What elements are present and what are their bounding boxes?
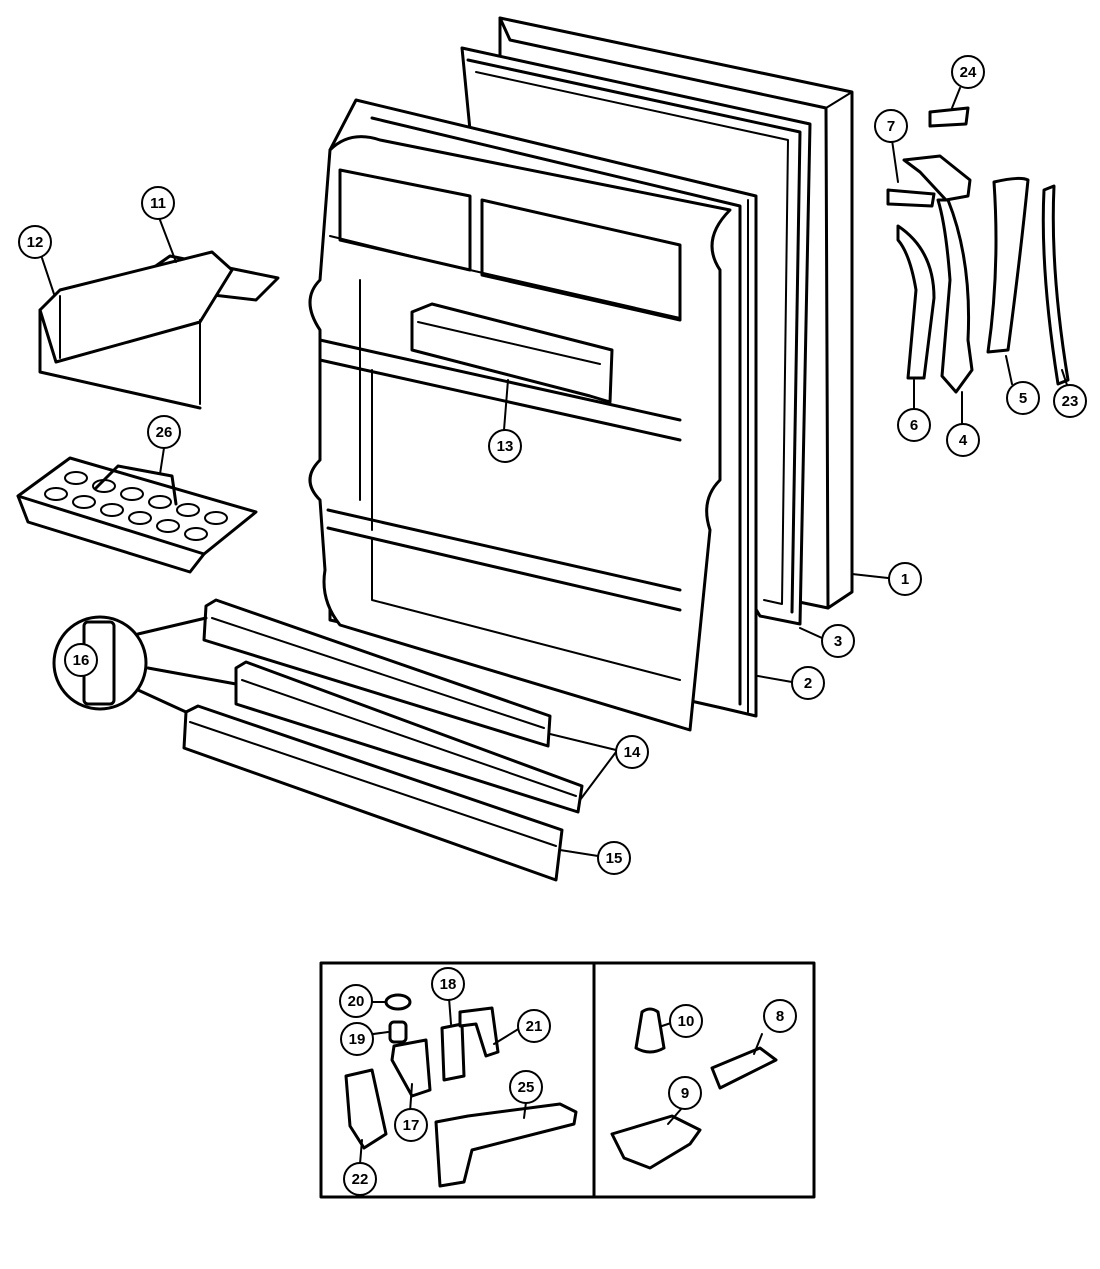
callout-9: 9 [668, 1076, 702, 1110]
callout-8: 8 [763, 999, 797, 1033]
svg-text:14: 14 [624, 744, 641, 761]
callout-23: 23 [1053, 384, 1087, 418]
hinge-trim-parts [886, 106, 1070, 394]
callout-19: 19 [340, 1022, 374, 1056]
callout-1: 1 [888, 562, 922, 596]
callout-25: 25 [509, 1070, 543, 1104]
svg-text:13: 13 [497, 438, 514, 455]
callout-10: 10 [669, 1004, 703, 1038]
callout-16: 16 [64, 643, 98, 677]
svg-text:19: 19 [349, 1031, 366, 1048]
svg-text:21: 21 [526, 1018, 543, 1035]
hardware-inset-box [319, 961, 816, 1199]
callout-11: 11 [141, 186, 175, 220]
egg-tray [16, 456, 258, 574]
callout-14: 14 [615, 735, 649, 769]
callout-17: 17 [394, 1108, 428, 1142]
callout-13: 13 [488, 429, 522, 463]
svg-text:22: 22 [352, 1171, 369, 1188]
shelf-rail [410, 302, 614, 404]
callout-2: 2 [791, 666, 825, 700]
callout-3: 3 [821, 624, 855, 658]
svg-text:7: 7 [887, 118, 895, 135]
callout-12: 12 [18, 225, 52, 259]
svg-text:11: 11 [150, 195, 166, 212]
svg-text:3: 3 [834, 633, 842, 650]
callout-20: 20 [339, 984, 373, 1018]
callout-22: 22 [343, 1162, 377, 1196]
svg-text:20: 20 [348, 993, 365, 1010]
svg-text:17: 17 [403, 1117, 420, 1134]
callout-18: 18 [431, 967, 465, 1001]
svg-text:12: 12 [27, 234, 44, 251]
svg-text:1: 1 [901, 571, 909, 588]
svg-text:8: 8 [776, 1008, 784, 1025]
svg-text:25: 25 [518, 1079, 535, 1096]
callout-24: 24 [951, 55, 985, 89]
svg-text:26: 26 [156, 424, 173, 441]
svg-text:24: 24 [960, 64, 977, 81]
svg-text:4: 4 [959, 432, 968, 449]
svg-text:23: 23 [1062, 393, 1079, 410]
svg-text:16: 16 [73, 652, 90, 669]
svg-text:6: 6 [910, 417, 918, 434]
svg-text:9: 9 [681, 1085, 689, 1102]
svg-text:2: 2 [804, 675, 812, 692]
callout-15: 15 [597, 841, 631, 875]
svg-text:5: 5 [1019, 390, 1027, 407]
door-liner [308, 135, 732, 732]
lower-shelf-bar [182, 704, 564, 882]
callout-4: 4 [946, 423, 980, 457]
dairy-compartment [38, 250, 234, 410]
svg-text:10: 10 [678, 1013, 695, 1030]
svg-text:18: 18 [440, 976, 457, 993]
callout-7: 7 [874, 109, 908, 143]
callout-21: 21 [517, 1009, 551, 1043]
end-cap-detail [52, 615, 238, 714]
callout-6: 6 [897, 408, 931, 442]
callout-5: 5 [1006, 381, 1040, 415]
callout-26: 26 [147, 415, 181, 449]
svg-text:15: 15 [606, 850, 623, 867]
